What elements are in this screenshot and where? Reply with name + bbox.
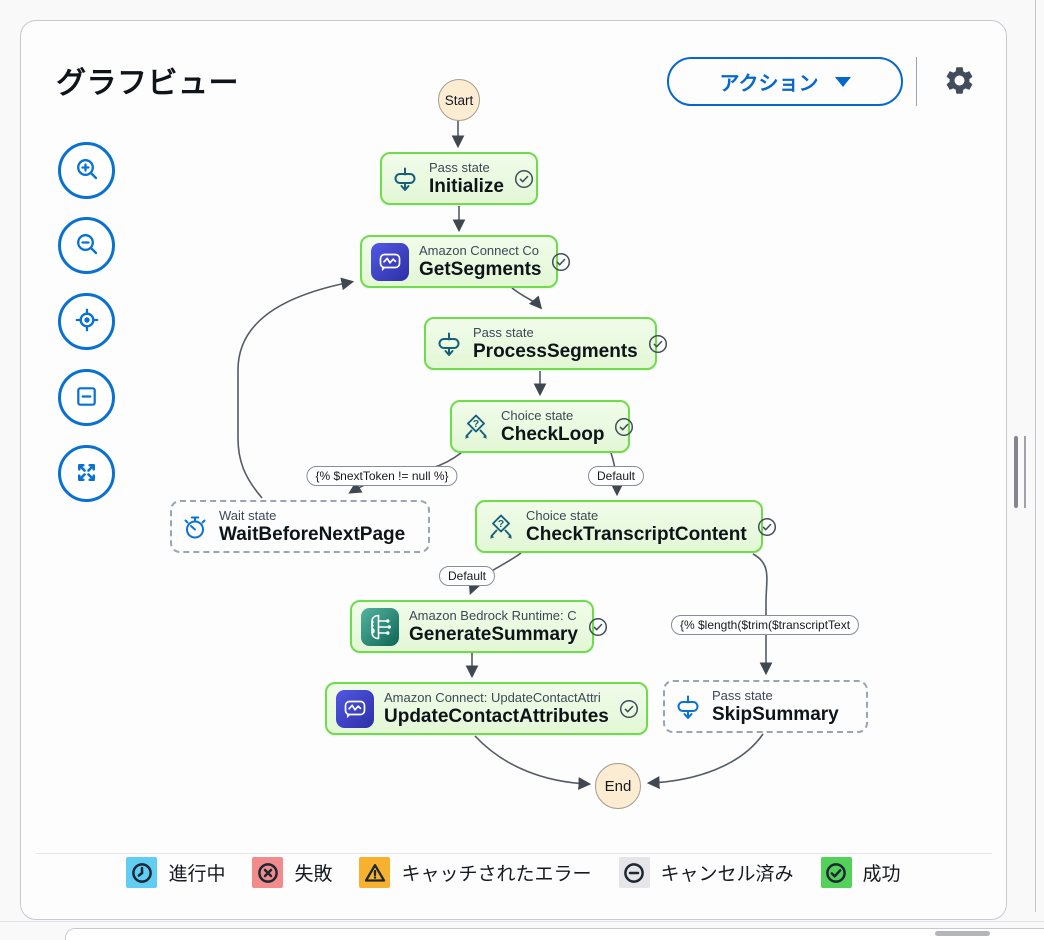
state-type-label: Amazon Bedrock Runtime: C: [409, 607, 577, 623]
failed-icon: [252, 857, 284, 888]
page-title: グラフビュー: [56, 67, 239, 100]
edge-label: Default: [438, 566, 496, 586]
state-type-label: Pass state: [429, 159, 490, 175]
fullscreen-icon: [73, 459, 100, 489]
state-type-label: Amazon Connect: UpdateContactAttri: [384, 689, 601, 705]
pane-resize-handle[interactable]: [1024, 436, 1026, 508]
svg-text:?: ?: [498, 518, 504, 530]
header-divider: [916, 57, 917, 106]
state-node-checkloop[interactable]: ? Choice state CheckLoop: [450, 400, 634, 453]
success-check-icon: [619, 699, 639, 719]
section-divider: [0, 921, 1044, 922]
state-type-label: Wait state: [219, 507, 277, 523]
state-type-label: Choice state: [526, 507, 599, 523]
amazon-connect-icon: [336, 689, 374, 728]
legend-label: キャンセル済み: [660, 864, 794, 885]
legend-label: 進行中: [168, 864, 226, 885]
status-legend: 進行中 失敗 キャッチされたエラー キャンセル済み 成功: [20, 857, 1007, 888]
state-name: GetSegments: [419, 258, 542, 280]
legend-item-in-progress: 進行中: [126, 857, 225, 888]
success-check-icon: [614, 417, 634, 437]
settings-button[interactable]: [940, 63, 978, 101]
center-graph-button[interactable]: [58, 293, 115, 350]
legend-item-caught-error: キャッチされたエラー: [359, 857, 592, 888]
cancelled-icon: [618, 857, 650, 888]
legend-item-cancelled: キャンセル済み: [618, 857, 794, 888]
zoom-out-button[interactable]: [58, 217, 115, 274]
state-type-label: Pass state: [712, 687, 773, 703]
edge-label: {% $nextToken != null %}: [306, 466, 458, 486]
success-check-icon: [551, 252, 571, 272]
state-name: CheckLoop: [501, 423, 605, 445]
state-name: SkipSummary: [712, 703, 839, 725]
state-node-waitbeforenextpage[interactable]: Wait state WaitBeforeNextPage: [170, 500, 430, 553]
legend-item-succeeded: 成功: [820, 857, 901, 888]
wait-state-icon: [181, 513, 209, 541]
fit-view-icon: [73, 383, 100, 413]
legend-label: 失敗: [294, 864, 333, 885]
amazon-connect-icon: [371, 242, 409, 281]
amazon-bedrock-icon: [361, 607, 399, 646]
pass-state-icon: [435, 330, 463, 358]
choice-state-icon: ?: [461, 412, 491, 442]
state-name: WaitBeforeNextPage: [219, 523, 406, 545]
state-name: UpdateContactAttributes: [384, 705, 609, 727]
legend-divider: [36, 853, 992, 854]
zoom-in-button[interactable]: [58, 142, 115, 199]
state-node-initialize[interactable]: Pass state Initialize: [380, 152, 538, 205]
choice-state-icon: ?: [486, 512, 516, 542]
state-node-updatecontactattributes[interactable]: Amazon Connect: UpdateContactAttri Updat…: [325, 682, 648, 735]
svg-text:?: ?: [473, 418, 479, 430]
state-name: CheckTranscriptContent: [526, 523, 747, 545]
state-name: GenerateSummary: [409, 623, 578, 645]
pass-state-icon: [674, 693, 702, 721]
end-node: End: [595, 763, 641, 809]
fit-view-button[interactable]: [58, 369, 115, 426]
start-node: Start: [438, 79, 480, 121]
state-node-processsegments[interactable]: Pass state ProcessSegments: [424, 317, 667, 370]
vertical-scrollbar-thumb[interactable]: [1014, 436, 1018, 508]
legend-item-failed: 失敗: [252, 857, 332, 888]
center-graph-icon: [73, 306, 101, 337]
success-check-icon: [757, 517, 777, 537]
horizontal-scrollbar-thumb[interactable]: [935, 931, 990, 936]
state-type-label: Choice state: [501, 407, 574, 423]
state-node-generatesummary[interactable]: Amazon Bedrock Runtime: C GenerateSummar…: [350, 600, 608, 653]
success-check-icon: [514, 169, 534, 189]
in-progress-icon: [126, 857, 158, 888]
legend-label: 成功: [862, 864, 901, 885]
state-name: Initialize: [429, 175, 504, 197]
zoom-in-icon: [73, 155, 101, 186]
state-type-label: Pass state: [473, 324, 534, 340]
actions-button-label: アクション: [719, 73, 819, 95]
state-node-skipsummary[interactable]: Pass state SkipSummary: [663, 680, 868, 733]
state-type-label: Amazon Connect Co: [419, 242, 539, 258]
edge-label: {% $length($trim($transcriptText: [670, 615, 860, 635]
actions-button[interactable]: アクション: [667, 57, 903, 106]
zoom-out-icon: [73, 230, 101, 261]
pass-state-icon: [391, 165, 419, 193]
success-check-icon: [648, 334, 668, 354]
fullscreen-button[interactable]: [58, 445, 115, 502]
succeeded-icon: [820, 857, 852, 888]
next-panel-edge: [65, 928, 1044, 940]
state-node-getsegments[interactable]: Amazon Connect Co GetSegments: [360, 235, 571, 288]
state-node-checktranscriptcontent[interactable]: ? Choice state CheckTranscriptContent: [475, 500, 776, 553]
edge-label: Default: [587, 466, 645, 486]
legend-label: キャッチされたエラー: [401, 864, 592, 885]
gear-icon: [943, 67, 976, 100]
state-name: ProcessSegments: [473, 340, 638, 362]
caught-error-icon: [359, 857, 391, 888]
caret-down-icon: [834, 76, 851, 87]
pane-border: [1035, 0, 1036, 912]
success-check-icon: [588, 617, 608, 637]
